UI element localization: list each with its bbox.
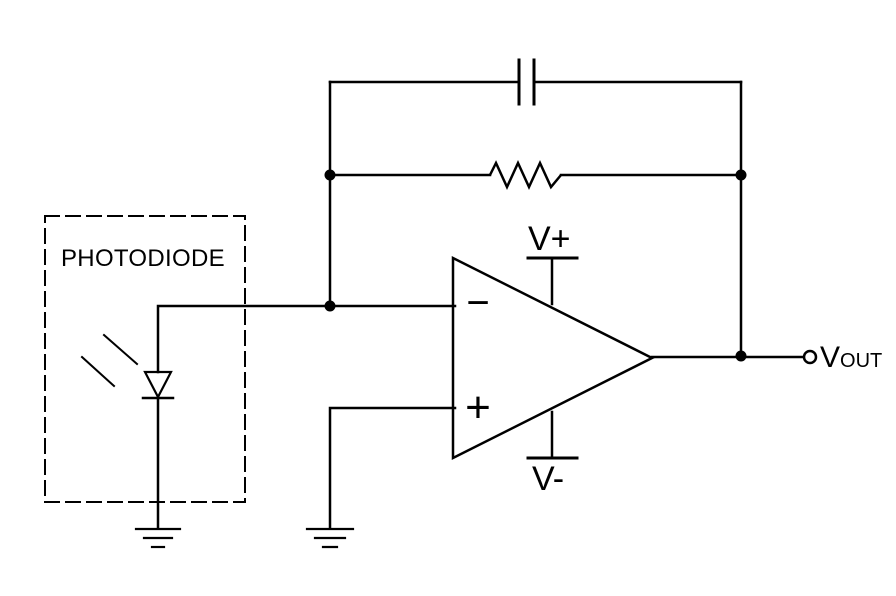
photodiode-symbol (141, 370, 175, 529)
output-label-subscript: OUT (840, 350, 883, 372)
photodiode-ground-icon (134, 527, 182, 549)
light-arrows-icon (80, 333, 139, 388)
wire-photodiode-to-inverting (156, 304, 457, 374)
supply-positive-rail (526, 256, 579, 306)
noninverting-input-symbol: + (465, 383, 491, 432)
junction-dot (324, 300, 336, 312)
photodiode-label: PHOTODIODE (61, 245, 225, 272)
supply-negative-rail (526, 410, 579, 460)
capacitor-symbol (517, 58, 536, 106)
output-label: VOUT (820, 343, 882, 373)
wire-noninverting-to-ground (328, 406, 457, 529)
inverting-input-symbol: − (466, 281, 489, 325)
supply-negative-label: V- (532, 460, 565, 498)
junction-dot (735, 169, 747, 181)
opamp-triangle (451, 255, 655, 461)
resistor-symbol (488, 159, 562, 191)
supply-positive-label: V+ (528, 220, 571, 258)
opamp-ground-icon (305, 527, 355, 549)
output-label-main: V (820, 341, 841, 374)
junction-dot (735, 350, 747, 362)
output-terminal (802, 349, 818, 365)
junction-dot (324, 169, 336, 181)
photodiode-enclosure (44, 215, 246, 503)
